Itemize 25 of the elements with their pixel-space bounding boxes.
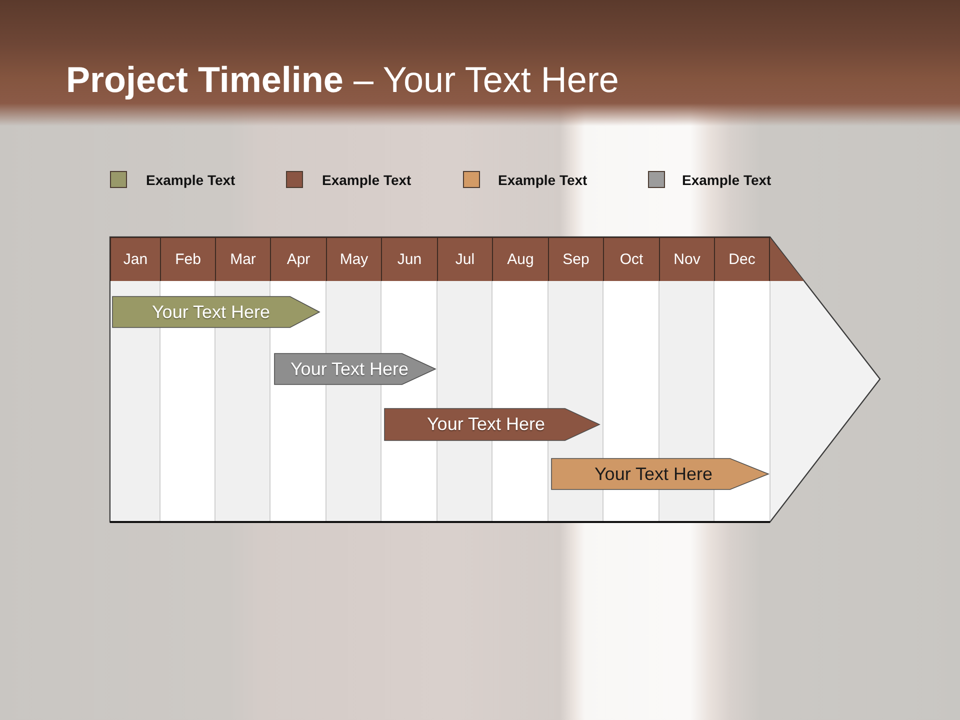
task-bar: [384, 408, 600, 441]
task-label: Your Text Here: [426, 414, 546, 435]
task-label: Your Text Here: [290, 358, 409, 380]
month-header: May: [326, 237, 381, 281]
slide-title: Project Timeline – Your Text Here: [66, 59, 619, 101]
month-header: Dec: [714, 237, 770, 281]
task-bar: [274, 353, 436, 385]
legend-label: Example Text: [146, 171, 236, 189]
legend-label: Example Text: [322, 171, 412, 189]
month-header: Aug: [492, 237, 548, 281]
month-header: Jul: [437, 237, 492, 281]
legend-label: Example Text: [498, 171, 588, 189]
task-label: Your Text Here: [594, 464, 713, 484]
legend-label: Example Text: [682, 171, 772, 189]
month-header: Oct: [603, 237, 659, 281]
month-header: Mar: [215, 237, 270, 281]
task-bar: [551, 458, 769, 490]
task-bar: [112, 296, 320, 328]
month-header: Nov: [659, 237, 714, 281]
month-header: Feb: [160, 237, 215, 281]
month-header: Jan: [110, 237, 160, 281]
month-header: Sep: [548, 237, 603, 281]
task-label: Your Text Here: [152, 302, 270, 322]
month-header: Jun: [381, 237, 437, 281]
month-header: Apr: [270, 237, 326, 281]
